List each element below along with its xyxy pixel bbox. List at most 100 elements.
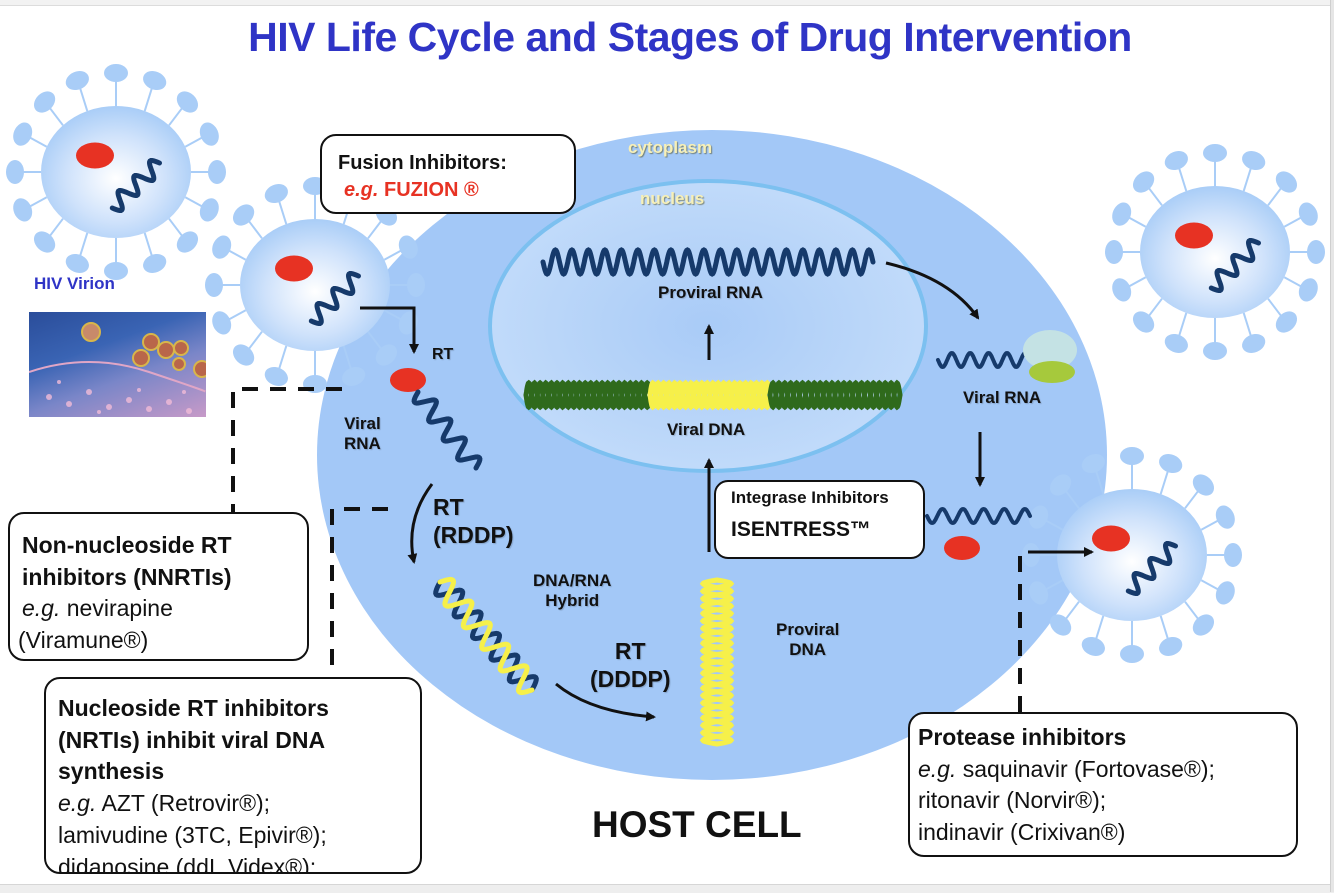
envelope-spike [13,198,33,222]
nucleus-label: nucleus [640,189,705,208]
envelope-spike [1298,278,1318,302]
export-arrow [885,261,980,320]
envelope-spike [1215,505,1235,529]
envelope-spike [143,71,167,91]
envelope-spike [1242,151,1266,171]
assembly-rna-strand [925,506,1032,526]
dddp-arrow [555,682,656,722]
window-bottom-bar [0,884,1334,893]
rt-label: RT [432,346,454,363]
hiv-virion-top-right [1105,144,1325,360]
virion-rna [109,158,162,213]
nrti-box: Nucleoside RT inhibitors (NRTIs) inhibit… [44,677,422,874]
ribosome-small-subunit [1029,361,1075,383]
envelope-spike [375,344,398,366]
virion-rna [1125,541,1178,596]
nnrti-connector [231,387,342,512]
envelope-spike [104,64,128,82]
proviral-rna-strand [540,247,876,277]
window-top-bar [0,0,1334,6]
envelope-spike [1203,144,1227,162]
envelope-spike [104,262,128,280]
virion-capsid [275,255,313,282]
envelope-spike [176,231,199,253]
envelope-spike [33,231,56,253]
hiv-virion-entering [205,177,425,393]
envelope-spike [13,122,33,146]
protease-inhibitors-box: Protease inhibitors e.g. saquinavir (For… [908,712,1298,857]
viral-rna-left-label: Viral RNA [344,414,381,453]
proviral-dna-label: Proviral DNA [776,620,840,659]
rddp-arrow [407,483,434,564]
viral-dna-label: Viral DNA [667,420,746,439]
envelope-spike [1029,581,1049,605]
envelope-spike [1081,636,1105,656]
envelope-spike [264,366,288,386]
envelope-spike [398,235,418,259]
envelope-spike [1112,202,1132,226]
virion-envelope [1057,489,1207,621]
envelope-spike [1049,474,1072,496]
envelope-spike [208,160,226,184]
window-scrollbar[interactable] [1330,0,1334,892]
hiv-virion-label: HIV Virion [34,274,115,293]
nrti-connector [330,507,388,678]
envelope-spike [1192,614,1215,636]
envelope-spike [176,91,199,113]
virion-envelope [41,106,191,238]
virion-capsid [1092,525,1130,552]
envelope-spike [1224,543,1242,567]
envelope-spike [1242,333,1266,353]
assembly-capsid [944,536,980,560]
virion-envelope [240,219,390,351]
envelope-spike [1159,454,1183,474]
hiv-virion-budding [1022,447,1242,663]
envelope-spike [199,198,219,222]
viral-rna-right-strand [936,350,1032,370]
hiv-virion-top-left [6,64,226,280]
envelope-spike [1049,614,1072,636]
proviral-rna-label: Proviral RNA [658,283,763,302]
integrase-inhibitors-box: Integrase Inhibitors ISENTRESS™ [714,480,925,559]
envelope-spike [205,273,223,297]
envelope-spike [1164,333,1188,353]
envelope-spike [1275,311,1298,333]
entering-viral-rna-strand [411,389,483,471]
envelope-spike [1298,202,1318,226]
envelope-spike [65,71,89,91]
diagram-title: HIV Life Cycle and Stages of Drug Interv… [248,14,1132,60]
dna-rna-hybrid-label: DNA/RNA Hybrid [533,571,612,610]
viral-rna-right-label: Viral RNA [963,388,1042,407]
entry-arrow [360,306,419,354]
dna-rna-hybrid-helix [433,576,539,696]
envelope-spike [33,91,56,113]
nnrti-box: Non-nucleoside RT inhibitors (NNRTIs) e.… [8,512,309,661]
envelope-spike [1029,505,1049,529]
envelope-spike [1132,171,1155,193]
virion-rna [1208,238,1261,293]
virion-capsid [1175,222,1213,249]
envelope-spike [1081,454,1105,474]
rt-dddp-label: RT (DDDP) [590,638,671,692]
cytoplasm-label: cytoplasm [628,138,713,157]
virion-rna [308,271,361,326]
envelope-spike [1215,581,1235,605]
envelope-spike [232,204,255,226]
envelope-spike [1105,240,1123,264]
envelope-spike [6,160,24,184]
envelope-spike [1120,447,1144,465]
fusion-inhibitors-box: Fusion Inhibitors: e.g. FUZION ® [320,134,576,214]
host-cell-label: HOST CELL [592,804,802,845]
envelope-spike [342,366,366,386]
envelope-spike [1307,240,1325,264]
envelope-spike [1132,311,1155,333]
rt-rddp-label: RT (RDDP) [433,494,514,548]
ribosome-large-subunit [1023,330,1077,370]
envelope-spike [1192,474,1215,496]
envelope-spike [143,253,167,273]
envelope-spike [65,253,89,273]
viral-dna-helix [523,379,903,411]
envelope-spike [212,311,232,335]
envelope-spike [1159,636,1183,656]
